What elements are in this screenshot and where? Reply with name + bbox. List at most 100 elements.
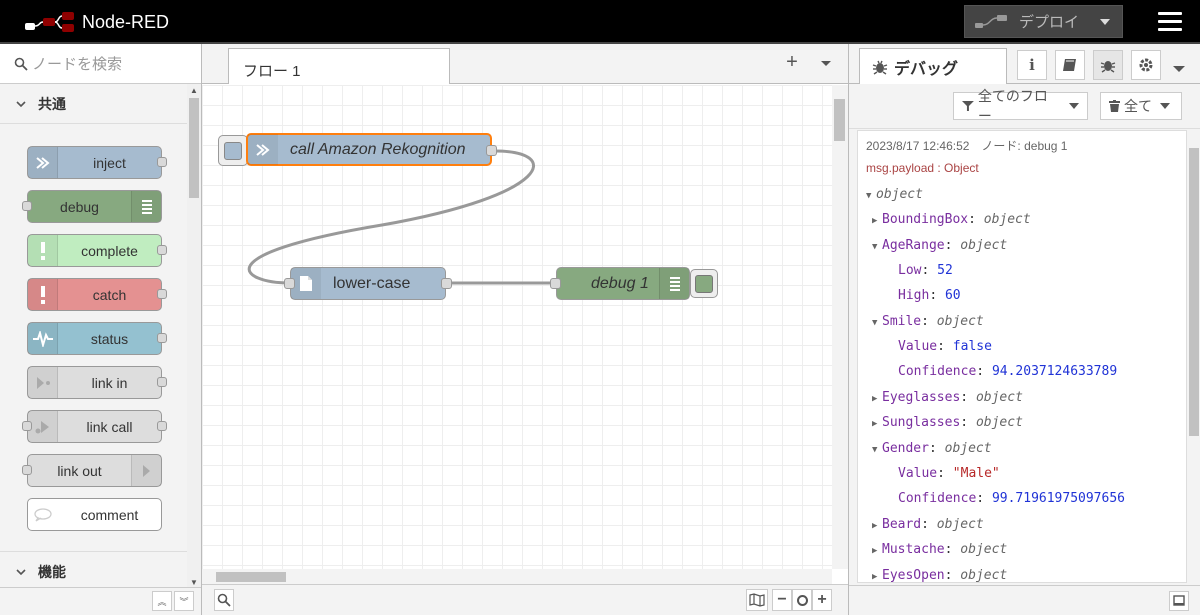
input-port[interactable]	[550, 278, 561, 289]
tree-row[interactable]: ▶Mustache: object	[872, 542, 1008, 557]
inject-trigger-button[interactable]	[218, 135, 248, 166]
main-menu-button[interactable]	[1158, 12, 1182, 32]
tree-row[interactable]: ▼Gender: object	[872, 441, 992, 456]
config-tab-button[interactable]	[1131, 50, 1161, 80]
palette-search[interactable]: ノードを検索	[0, 44, 201, 84]
scrollbar-thumb[interactable]	[216, 572, 286, 582]
exclamation-icon	[28, 279, 58, 310]
message-path[interactable]: msg.payload : Object	[866, 161, 979, 175]
palette-scrollbar[interactable]: ▲ ▼	[187, 84, 201, 589]
category-function[interactable]: 機能	[0, 551, 188, 591]
caret-down-icon	[1173, 66, 1185, 72]
zoom-reset-button[interactable]	[792, 589, 812, 611]
circle-icon	[796, 594, 808, 606]
tree-row[interactable]: ▶Eyeglasses: object	[872, 390, 1023, 405]
output-port[interactable]	[486, 145, 497, 156]
palette-node-debug[interactable]: debug	[22, 190, 162, 223]
navigator-button[interactable]	[746, 589, 768, 611]
palette-node-status[interactable]: status	[27, 322, 167, 355]
sidebar-footer	[849, 585, 1200, 615]
zoom-in-button[interactable]: +	[812, 589, 832, 611]
input-port	[22, 465, 32, 475]
zoom-out-button[interactable]: −	[772, 589, 792, 611]
caret-expanded-icon: ▼	[866, 191, 872, 201]
sidebar-menu-button[interactable]	[1173, 60, 1185, 76]
palette-node-link-out[interactable]: link out	[22, 454, 162, 487]
plus-icon: +	[817, 591, 827, 608]
sidebar: デバッグ i 全てのフロー 全て	[848, 44, 1200, 615]
scrollbar-thumb[interactable]	[1189, 148, 1199, 436]
book-icon	[1063, 59, 1076, 71]
debug-scrollbar[interactable]	[1188, 130, 1200, 583]
tree-row[interactable]: ▶Sunglasses: object	[872, 415, 1023, 430]
flow-filter-dropdown[interactable]: 全てのフロー	[953, 88, 1088, 124]
add-flow-button[interactable]: +	[782, 52, 802, 73]
deploy-menu-caret[interactable]	[1088, 6, 1122, 37]
flow-node-call-amazon-rekognition[interactable]: call Amazon Rekognition	[246, 133, 497, 166]
palette-node-comment[interactable]: comment	[27, 498, 162, 531]
debug-list-icon	[659, 268, 689, 299]
deploy-button[interactable]: デプロイ	[964, 5, 1123, 38]
scrollbar-thumb[interactable]	[834, 99, 845, 141]
tree-root[interactable]: ▼object	[866, 187, 923, 202]
palette-node-link-in[interactable]: link in	[27, 366, 167, 399]
tree-row[interactable]: Value: false	[898, 339, 992, 354]
help-tab-button[interactable]	[1055, 50, 1085, 80]
node-label: debug	[60, 198, 99, 215]
palette-node-link-call[interactable]: link call	[22, 410, 167, 443]
scroll-down-icon[interactable]: ▼	[190, 578, 198, 587]
tree-row[interactable]: ▼Smile: object	[872, 314, 984, 329]
canvas-horizontal-scrollbar[interactable]	[202, 569, 832, 584]
debug-messages[interactable]: 2023/8/17 12:46:52 ノード: debug 1 msg.payl…	[857, 130, 1187, 583]
input-port[interactable]	[284, 278, 295, 289]
search-icon	[14, 57, 28, 71]
palette-node-complete[interactable]: complete	[27, 234, 167, 267]
expand-all-button[interactable]: ︾	[174, 591, 194, 611]
link-call-icon	[28, 411, 58, 442]
tree-row[interactable]: ▼AgeRange: object	[872, 238, 1008, 253]
tree-row[interactable]: ▶EyesOpen: object	[872, 568, 1008, 583]
info-tab-button[interactable]: i	[1017, 50, 1047, 80]
comment-bubble-icon	[28, 499, 58, 530]
flow-node-lower-case[interactable]: lower-case	[284, 267, 452, 300]
double-chevron-up-icon: ︽	[157, 596, 167, 607]
output-port[interactable]	[441, 278, 452, 289]
debug-tab-button[interactable]	[1093, 50, 1123, 80]
palette-node-catch[interactable]: catch	[27, 278, 167, 311]
bug-icon	[1100, 61, 1116, 73]
collapse-all-button[interactable]: ︽	[152, 591, 172, 611]
workspace-tabs: フロー 1 +	[202, 44, 848, 84]
category-common[interactable]: 共通	[0, 84, 188, 124]
tree-row[interactable]: ▶BoundingBox: object	[872, 212, 1031, 227]
deploy-icon	[975, 14, 1007, 28]
tab-list-menu-button[interactable]	[820, 53, 834, 73]
scroll-up-icon[interactable]: ▲	[190, 86, 198, 95]
canvas-vertical-scrollbar[interactable]	[832, 85, 848, 569]
link-out-icon	[131, 455, 161, 486]
node-label: inject	[93, 154, 126, 171]
search-input[interactable]: ノードを検索	[32, 56, 123, 73]
hamburger-icon	[1158, 12, 1182, 15]
tree-row[interactable]: High: 60	[898, 288, 961, 303]
input-port	[22, 201, 32, 211]
filter-icon	[962, 101, 974, 111]
scrollbar-thumb[interactable]	[189, 98, 199, 198]
flow-canvas[interactable]: call Amazon Rekognition lower-case debug…	[202, 85, 832, 569]
message-metadata[interactable]: 2023/8/17 12:46:52 ノード: debug 1	[866, 139, 1068, 153]
search-flows-button[interactable]	[214, 589, 234, 611]
tree-row[interactable]: Value: "Male"	[898, 466, 1000, 481]
flow-node-debug-1[interactable]: debug 1	[550, 267, 690, 300]
caret-expanded-icon: ▼	[872, 318, 878, 328]
palette-node-inject[interactable]: inject	[27, 146, 167, 179]
open-debug-window-button[interactable]	[1169, 591, 1189, 611]
tree-row[interactable]: Low: 52	[898, 263, 953, 278]
tree-row[interactable]: Confidence: 94.2037124633789	[898, 364, 1118, 379]
tab-flow-1[interactable]: フロー 1	[228, 48, 450, 84]
tab-debug[interactable]: デバッグ	[859, 48, 1007, 84]
tree-row[interactable]: ▶Beard: object	[872, 517, 984, 532]
debug-toggle-button[interactable]	[690, 269, 718, 298]
clear-messages-button[interactable]: 全て	[1100, 92, 1182, 120]
caret-collapsed-icon: ▶	[872, 216, 878, 226]
caret-collapsed-icon: ▶	[872, 521, 878, 531]
tree-row[interactable]: Confidence: 99.71961975097656	[898, 491, 1125, 506]
